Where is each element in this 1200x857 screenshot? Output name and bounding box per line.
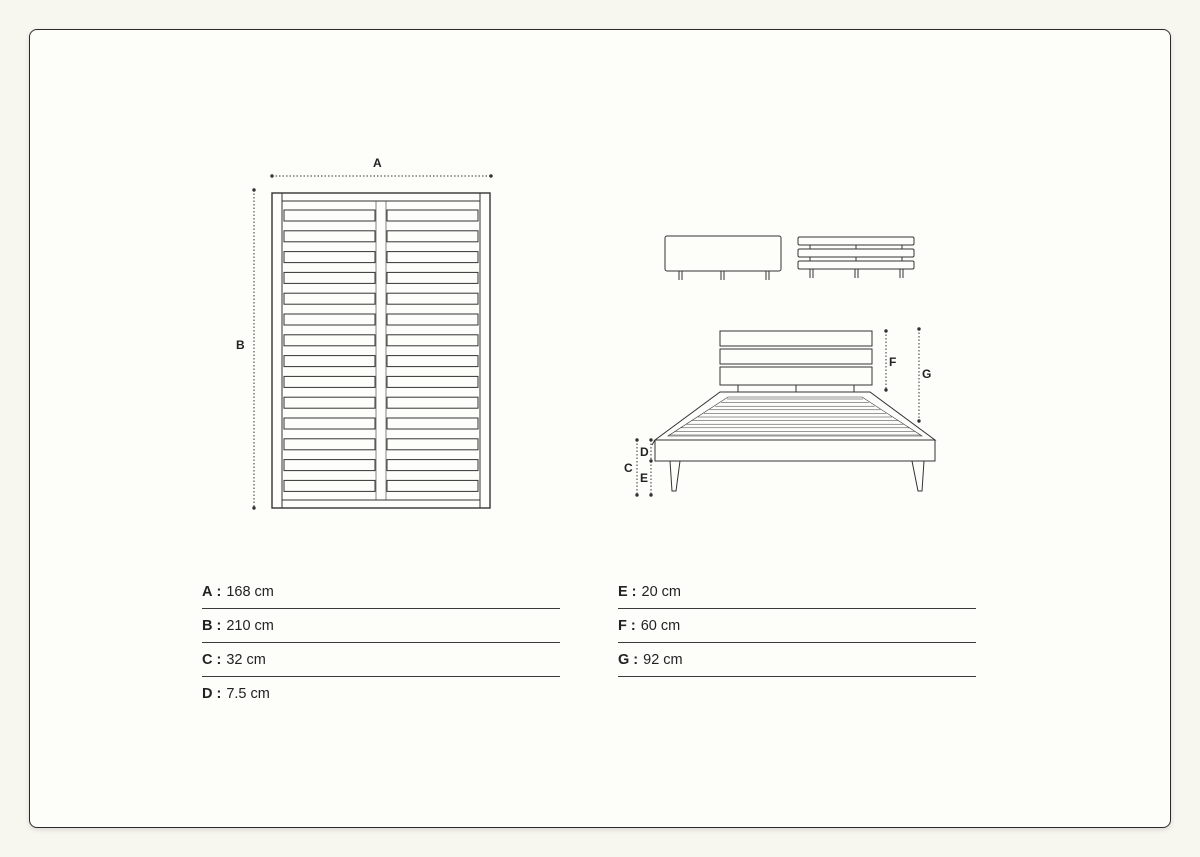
label-a: A xyxy=(373,156,382,170)
slat xyxy=(283,251,376,264)
label-b: B xyxy=(236,338,245,352)
slat xyxy=(283,313,376,326)
slat xyxy=(283,479,376,492)
slat xyxy=(283,438,376,451)
label-f: F xyxy=(889,355,896,369)
bed-perspective-view xyxy=(635,327,937,497)
slat xyxy=(283,230,376,243)
slat xyxy=(283,417,376,430)
slat xyxy=(386,334,479,347)
bed-top-view xyxy=(252,174,493,510)
slat xyxy=(386,438,479,451)
dimension-row: F:60 cm xyxy=(618,609,976,643)
slat xyxy=(386,209,479,222)
dimension-row: G:92 cm xyxy=(618,643,976,677)
label-d: D xyxy=(640,445,649,459)
dimensions-table-left: A:168 cm B:210 cm C:32 cm D:7.5 cm xyxy=(202,575,560,711)
slat xyxy=(283,355,376,368)
slat xyxy=(386,417,479,430)
slat xyxy=(386,251,479,264)
headboard-slat-view xyxy=(797,236,915,278)
slat xyxy=(283,271,376,284)
dimensions-table-right: E:20 cm F:60 cm G:92 cm xyxy=(618,575,976,677)
slat xyxy=(283,396,376,409)
dimension-row: A:168 cm xyxy=(202,575,560,609)
slat xyxy=(386,292,479,305)
drawing-card xyxy=(29,29,1171,828)
slat xyxy=(386,355,479,368)
slat xyxy=(386,271,479,284)
headboard-front-view xyxy=(664,235,782,280)
slat xyxy=(283,459,376,472)
slat xyxy=(386,459,479,472)
dimension-row: B:210 cm xyxy=(202,609,560,643)
label-e: E xyxy=(640,471,648,485)
slat xyxy=(283,334,376,347)
dimension-row: D:7.5 cm xyxy=(202,686,270,702)
slat xyxy=(386,313,479,326)
slat xyxy=(386,479,479,492)
slat xyxy=(386,230,479,243)
dimension-row: E:20 cm xyxy=(618,575,976,609)
dimension-row: C:32 cm xyxy=(202,643,560,677)
label-g: G xyxy=(922,367,931,381)
slat xyxy=(283,375,376,388)
label-c: C xyxy=(624,461,633,475)
slat xyxy=(386,396,479,409)
slat xyxy=(386,375,479,388)
slat xyxy=(283,292,376,305)
slat xyxy=(283,209,376,222)
